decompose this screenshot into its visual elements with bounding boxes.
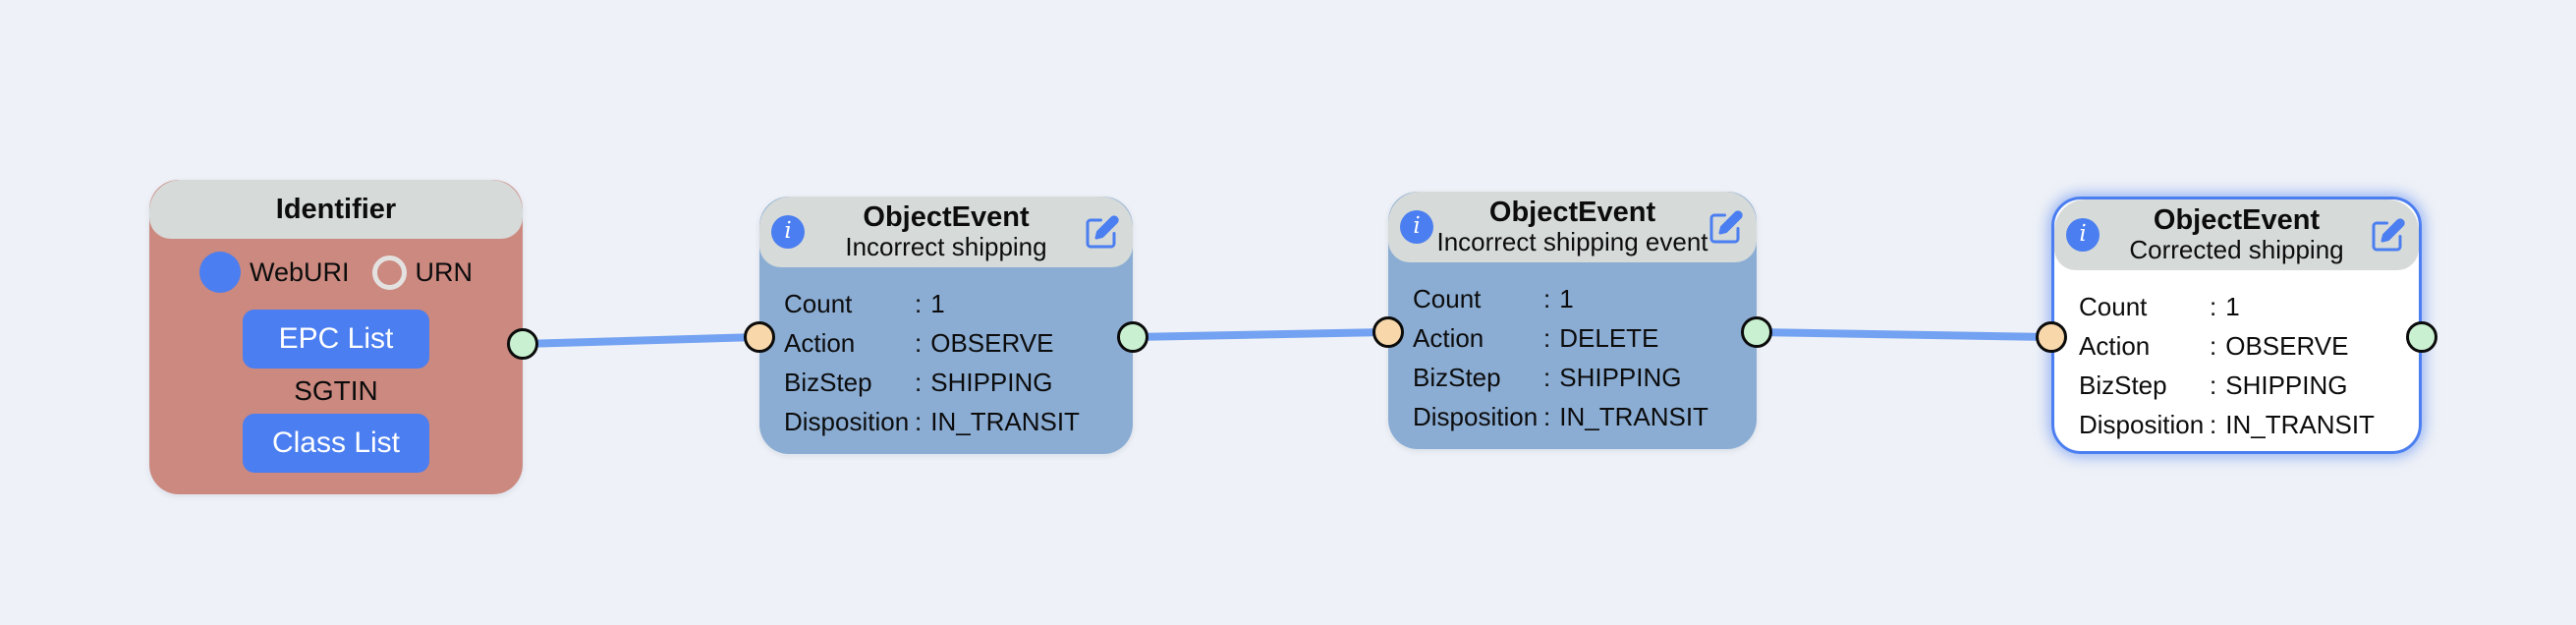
urn-radio-label: URN	[415, 256, 474, 287]
edit-icon[interactable]	[1708, 209, 1744, 245]
event-fields: Count:1 Action:OBSERVE BizStep:SHIPPING …	[2054, 270, 2419, 444]
source-handle[interactable]	[507, 328, 538, 360]
identifier-type-radio-group: WebURI URN	[149, 251, 523, 294]
info-icon[interactable]: i	[771, 215, 805, 249]
field-bizstep: BizStep:SHIPPING	[2079, 370, 2348, 400]
node-subtitle: Incorrect shipping event	[1436, 227, 1708, 256]
node-title: Identifier	[275, 194, 397, 225]
field-disposition: Disposition:IN_TRANSIT	[2079, 410, 2375, 439]
field-count: Count:1	[2079, 292, 2240, 321]
node-identifier[interactable]: Identifier WebURI URN EPC List SGTIN Cla…	[149, 180, 538, 494]
field-count: Count:1	[784, 289, 945, 318]
event-node-header: i ObjectEvent Incorrect shipping	[759, 197, 1133, 267]
field-bizstep: BizStep:SHIPPING	[1413, 363, 1682, 392]
field-disposition: Disposition:IN_TRANSIT	[784, 407, 1080, 436]
edge-identifier-event1[interactable]	[519, 333, 763, 348]
field-count: Count:1	[1413, 284, 1574, 313]
field-action: Action:OBSERVE	[784, 328, 1054, 358]
edge-event1-event2[interactable]	[1129, 328, 1392, 341]
identifier-scheme-label: SGTIN	[294, 375, 378, 406]
source-handle[interactable]	[1741, 316, 1772, 348]
node-title: ObjectEvent	[1488, 197, 1656, 228]
node-title: ObjectEvent	[2153, 204, 2321, 236]
source-handle[interactable]	[2406, 321, 2437, 353]
node-object-event-3[interactable]: i ObjectEvent Corrected shipping Count:1…	[2036, 197, 2437, 454]
node-subtitle: Corrected shipping	[2129, 235, 2344, 264]
event-fields: Count:1 Action:DELETE BizStep:SHIPPING D…	[1388, 262, 1757, 436]
event-node-body: i ObjectEvent Incorrect shipping Count:1…	[759, 197, 1133, 454]
epc-list-button[interactable]: EPC List	[243, 310, 429, 369]
event-node-body: i ObjectEvent Corrected shipping Count:1…	[2051, 197, 2422, 454]
event-fields: Count:1 Action:OBSERVE BizStep:SHIPPING …	[759, 267, 1133, 441]
weburi-radio-label: WebURI	[249, 256, 350, 287]
field-action: Action:OBSERVE	[2079, 331, 2349, 361]
target-handle[interactable]	[2036, 321, 2067, 353]
weburi-radio[interactable]	[198, 252, 241, 293]
edge-event2-event3[interactable]	[1753, 328, 2055, 341]
edit-icon[interactable]	[2371, 217, 2406, 253]
event-node-header: i ObjectEvent Incorrect shipping event	[1388, 192, 1757, 262]
field-disposition: Disposition:IN_TRANSIT	[1413, 402, 1708, 431]
info-icon[interactable]: i	[1400, 210, 1433, 244]
event-node-body: i ObjectEvent Incorrect shipping event C…	[1388, 192, 1757, 449]
event-node-header: i ObjectEvent Corrected shipping	[2054, 199, 2419, 270]
node-subtitle: Incorrect shipping	[845, 232, 1047, 261]
source-handle[interactable]	[1117, 321, 1148, 353]
field-bizstep: BizStep:SHIPPING	[784, 368, 1053, 397]
edit-icon[interactable]	[1085, 214, 1120, 250]
field-action: Action:DELETE	[1413, 323, 1659, 353]
target-handle[interactable]	[744, 321, 775, 353]
node-object-event-2[interactable]: i ObjectEvent Incorrect shipping event C…	[1372, 192, 1772, 449]
class-list-button[interactable]: Class List	[243, 414, 429, 473]
identifier-node-header: Identifier	[149, 180, 523, 239]
node-object-event-1[interactable]: i ObjectEvent Incorrect shipping Count:1…	[744, 197, 1148, 454]
info-icon[interactable]: i	[2066, 218, 2100, 252]
urn-radio[interactable]	[371, 255, 407, 290]
identifier-node-body: Identifier WebURI URN EPC List SGTIN Cla…	[149, 180, 523, 494]
node-title: ObjectEvent	[863, 201, 1030, 233]
target-handle[interactable]	[1372, 316, 1404, 348]
